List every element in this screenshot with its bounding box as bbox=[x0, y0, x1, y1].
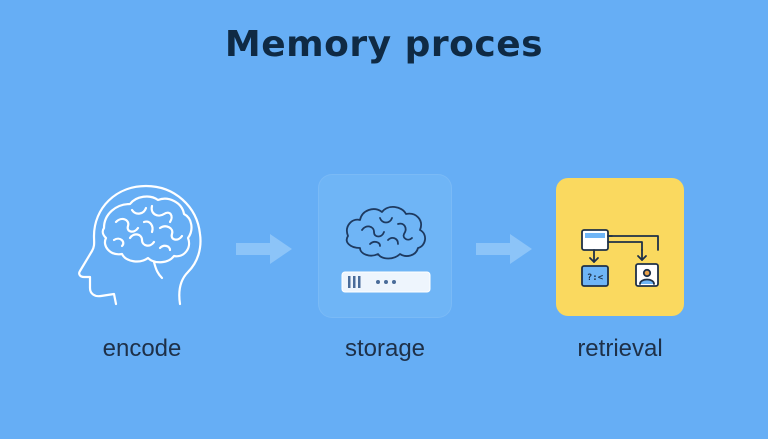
retrieval-box: ?:< bbox=[556, 178, 684, 316]
storage-box bbox=[318, 174, 452, 318]
flowchart-icon: ?:< bbox=[581, 229, 659, 287]
page-title: Memory proces bbox=[224, 24, 544, 65]
stage-label-storage: storage bbox=[344, 335, 426, 362]
stage-label-retrieval: retrieval bbox=[577, 335, 663, 362]
arrow-right-icon bbox=[476, 234, 532, 264]
head-brain-icon bbox=[78, 184, 202, 306]
arrow-right-icon bbox=[236, 234, 292, 264]
retrieval-code: ?:< bbox=[587, 273, 604, 283]
brain-server-icon bbox=[341, 206, 431, 293]
stage-label-encode: encode bbox=[102, 335, 182, 362]
